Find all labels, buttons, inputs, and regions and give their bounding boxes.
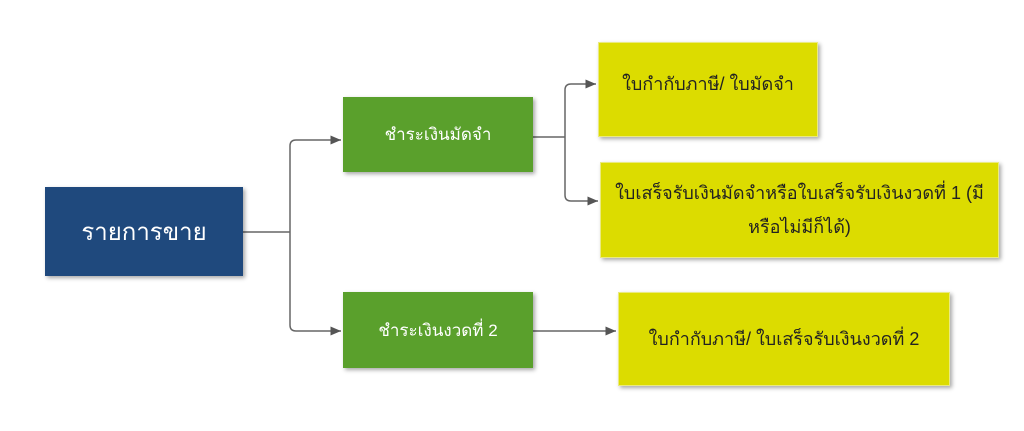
connector-branch-1-to-doc-2 xyxy=(564,137,598,206)
branch-node-installment-2: ชำระเงินงวดที่ 2 xyxy=(343,292,533,368)
document-label: ใบกำกับภาษี/ ใบเสร็จรับเงินงวดที่ 2 xyxy=(648,329,920,349)
connector-root-to-branch-1 xyxy=(289,135,341,232)
document-label: ใบเสร็จรับเงินมัดจำหรือใบเสร็จรับเงินงวด… xyxy=(615,183,984,237)
branch-label: ชำระเงินมัดจำ xyxy=(384,125,492,144)
document-node-receipt-deposit: ใบเสร็จรับเงินมัดจำหรือใบเสร็จรับเงินงวด… xyxy=(600,162,999,258)
document-label: ใบกำกับภาษี/ ใบมัดจำ xyxy=(622,74,794,94)
branch-node-deposit: ชำระเงินมัดจำ xyxy=(343,97,533,172)
branch-label: ชำระเงินงวดที่ 2 xyxy=(378,320,498,340)
root-label: รายการขาย xyxy=(81,219,207,246)
connector-branch-1-to-doc-1 xyxy=(564,79,596,137)
connector-root-to-branch-2 xyxy=(289,232,341,336)
root-node: รายการขาย xyxy=(45,187,243,276)
document-node-tax-invoice-installment-2: ใบกำกับภาษี/ ใบเสร็จรับเงินงวดที่ 2 xyxy=(618,292,950,386)
document-node-tax-invoice-deposit: ใบกำกับภาษี/ ใบมัดจำ xyxy=(598,42,818,137)
